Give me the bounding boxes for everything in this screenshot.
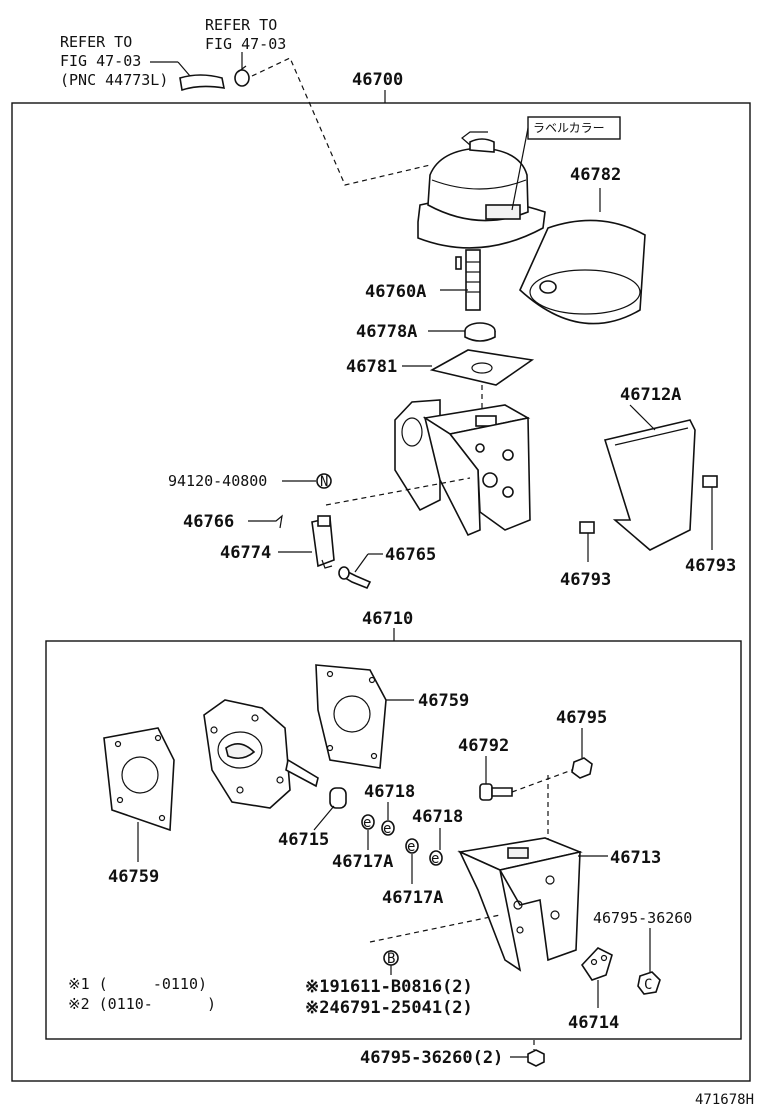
ref1-line3: (PNC 44773L) xyxy=(60,71,168,89)
part-46778A-label: 46778A xyxy=(356,322,417,342)
washer-e-2-icon: e xyxy=(381,820,395,837)
nut-marker-n-icon xyxy=(316,473,332,489)
svg-text:e: e xyxy=(431,851,439,867)
part-46781-label: 46781 xyxy=(346,357,397,377)
assembly-46700-label: 46700 xyxy=(352,70,403,90)
gasket-plate-icon xyxy=(429,349,535,386)
washer-e-1-icon: e xyxy=(361,814,375,831)
nut-marker-c-icon xyxy=(637,971,661,995)
part-46774-label: 46774 xyxy=(220,543,271,563)
gasket-left-icon xyxy=(103,727,175,832)
part-94120-label: 94120-40800 xyxy=(168,472,267,490)
link-icon xyxy=(311,515,335,569)
part-46718-b-label: 46718 xyxy=(412,807,463,827)
part-46760A-label: 46760A xyxy=(365,282,426,302)
part-46795-label: 46795 xyxy=(556,708,607,728)
part-46717A-a-label: 46717A xyxy=(332,852,393,872)
part-46759-top-label: 46759 xyxy=(418,691,469,711)
assembly-46700-frame xyxy=(11,102,751,1082)
marker-b: B xyxy=(387,951,395,967)
bottom-nut-icon xyxy=(527,1049,545,1067)
clip-icon xyxy=(248,514,283,529)
ref2-line1: REFER TO xyxy=(205,16,277,34)
washer-e-4-icon: e xyxy=(429,850,443,867)
collar-icon xyxy=(329,787,347,809)
hose-clip-icon xyxy=(234,52,250,87)
bolt-46792-icon xyxy=(479,783,513,801)
part-46782-label: 46782 xyxy=(570,165,621,185)
mounting-bracket-icon xyxy=(457,837,583,972)
marker-n: N xyxy=(320,474,328,490)
gasket-top-icon xyxy=(315,664,387,769)
bolt-46793-right-icon xyxy=(702,475,718,550)
washer-e-3-icon: e xyxy=(405,838,419,855)
part-46714-label: 46714 xyxy=(568,1013,619,1033)
marker-c: C xyxy=(644,977,652,993)
part-46759-left-label: 46759 xyxy=(108,867,159,887)
part-note-2: ※246791-25041(2) xyxy=(305,998,473,1018)
svg-text:e: e xyxy=(363,815,371,831)
vacuum-hose-icon xyxy=(150,61,226,92)
ref1-line2: FIG 47-03 xyxy=(60,52,141,70)
actuator-diaphragm-icon xyxy=(417,131,546,311)
part-46717A-b-label: 46717A xyxy=(382,888,443,908)
small-plate-icon xyxy=(580,947,613,981)
svg-text:e: e xyxy=(407,839,415,855)
part-46793-left-label: 46793 xyxy=(560,570,611,590)
ref1-line1: REFER TO xyxy=(60,33,132,51)
part-46715-label: 46715 xyxy=(278,830,329,850)
part-46765-label: 46765 xyxy=(385,545,436,565)
part-46766-label: 46766 xyxy=(183,512,234,532)
note-1: ※1 ( -0110) xyxy=(68,975,207,993)
ref2-line2: FIG 47-03 xyxy=(205,35,286,53)
nut-46795-icon xyxy=(571,757,593,779)
part-46713-label: 46713 xyxy=(610,848,661,868)
part-46712A-label: 46712A xyxy=(620,385,681,405)
part-46792-label: 46792 xyxy=(458,736,509,756)
assembly-46710-label: 46710 xyxy=(362,609,413,629)
part-note-1: ※191611-B0816(2) xyxy=(305,977,473,997)
bushing-icon xyxy=(464,322,496,342)
note-2: ※2 (0110- ) xyxy=(68,995,216,1013)
bolt-marker-b-icon xyxy=(383,950,399,966)
actuator-cover-icon xyxy=(519,219,646,325)
bolt-46793-left-icon xyxy=(579,521,595,562)
valve-housing-icon xyxy=(203,699,319,809)
svg-text:e: e xyxy=(383,821,391,837)
pin-bolt-icon xyxy=(338,566,372,590)
side-cover-icon xyxy=(603,419,696,551)
part-46718-a-label: 46718 xyxy=(364,782,415,802)
part-46793-right-label: 46793 xyxy=(685,556,736,576)
actuator-bracket-icon xyxy=(394,399,531,537)
part-46795-36260-2-label: 46795-36260(2) xyxy=(360,1048,503,1068)
label-color-text: ラベルカラー xyxy=(533,121,605,135)
figure-id: 471678H xyxy=(695,1092,754,1108)
part-46795-36260-label: 46795-36260 xyxy=(593,909,692,927)
